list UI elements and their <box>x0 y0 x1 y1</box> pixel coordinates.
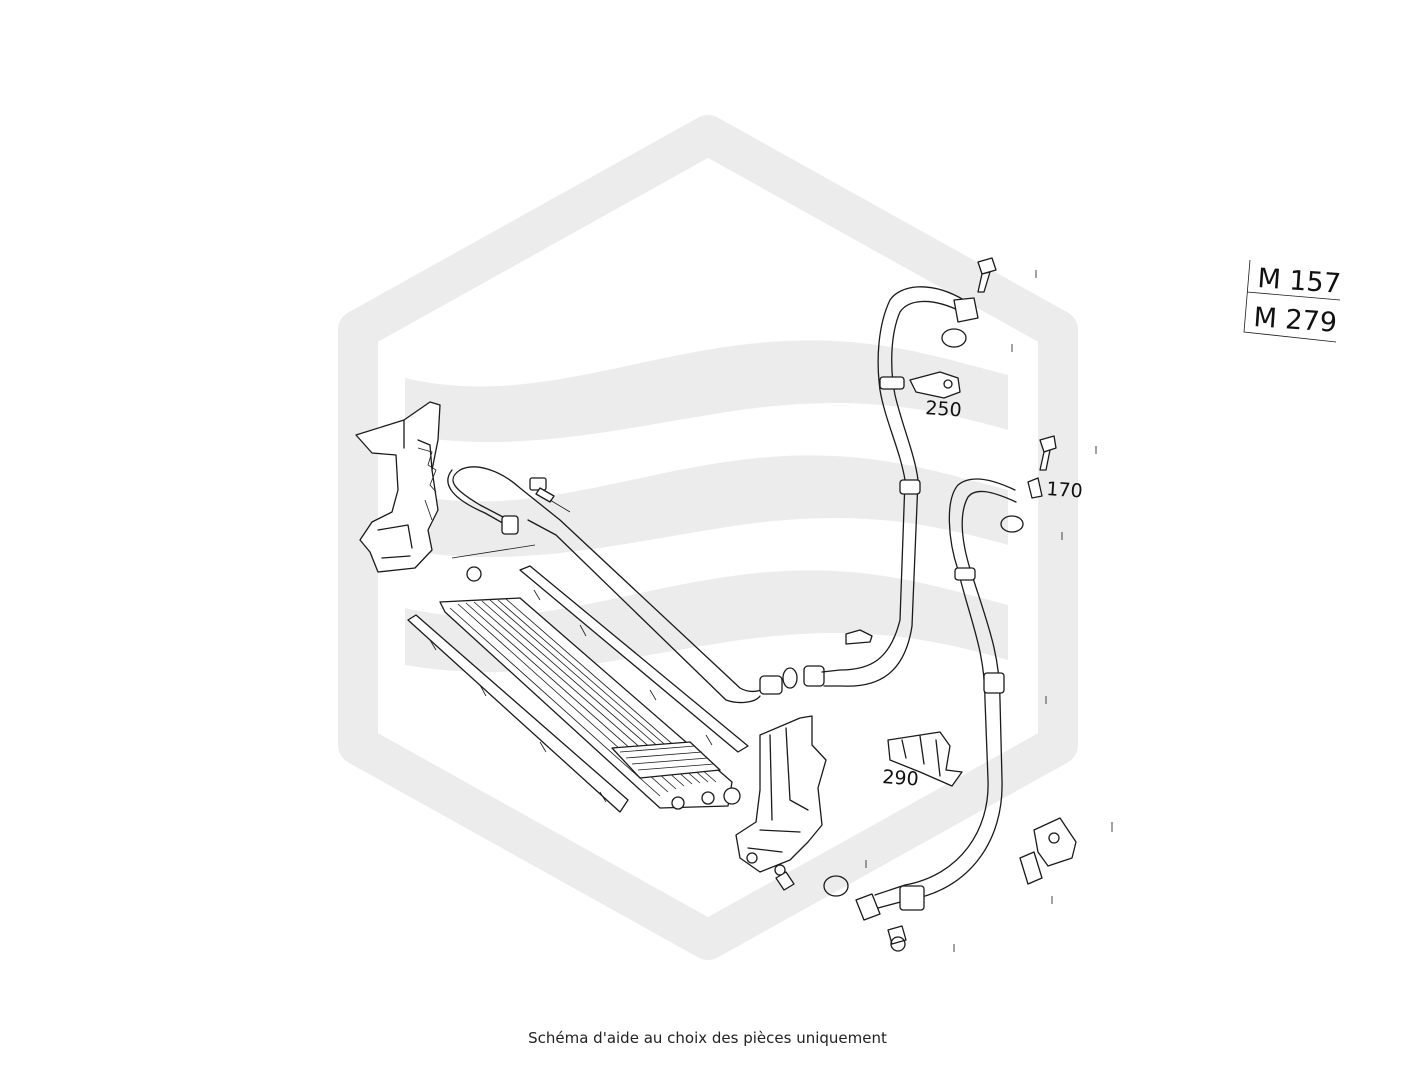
right-lower-bracket <box>735 715 827 876</box>
washer-bottom <box>823 875 849 897</box>
cooler-side-rail-upper <box>519 565 749 753</box>
callout-170[interactable]: 170 <box>1046 478 1084 502</box>
callout-250[interactable]: 250 <box>925 397 963 421</box>
diagram-caption: Schéma d'aide au choix des pièces unique… <box>528 1029 887 1047</box>
bolt-bottom <box>887 925 907 952</box>
middle-connection <box>782 629 873 689</box>
callout-290[interactable]: 290 <box>882 766 920 790</box>
engine-code-box: M 157 M 279 <box>1243 259 1342 343</box>
coolant-hose-b <box>855 478 1017 921</box>
upper-left-hose <box>447 466 783 704</box>
engine-code-top: M 157 <box>1257 263 1342 300</box>
left-upper-bracket <box>355 401 441 573</box>
right-mount-plate <box>1019 817 1077 885</box>
oil-cooler <box>439 597 741 810</box>
part-290-bracket <box>887 731 963 787</box>
bolt-upper-left <box>529 477 555 503</box>
coolant-hose-a <box>821 286 979 687</box>
bolt-top <box>977 257 997 293</box>
part-170-clip <box>1000 435 1057 533</box>
cooler-side-rail-lower <box>407 614 629 813</box>
part-250-clip <box>909 371 961 399</box>
washer-top <box>941 328 967 348</box>
engine-code-bottom: M 279 <box>1253 302 1338 339</box>
watermark-logo <box>338 115 1078 960</box>
